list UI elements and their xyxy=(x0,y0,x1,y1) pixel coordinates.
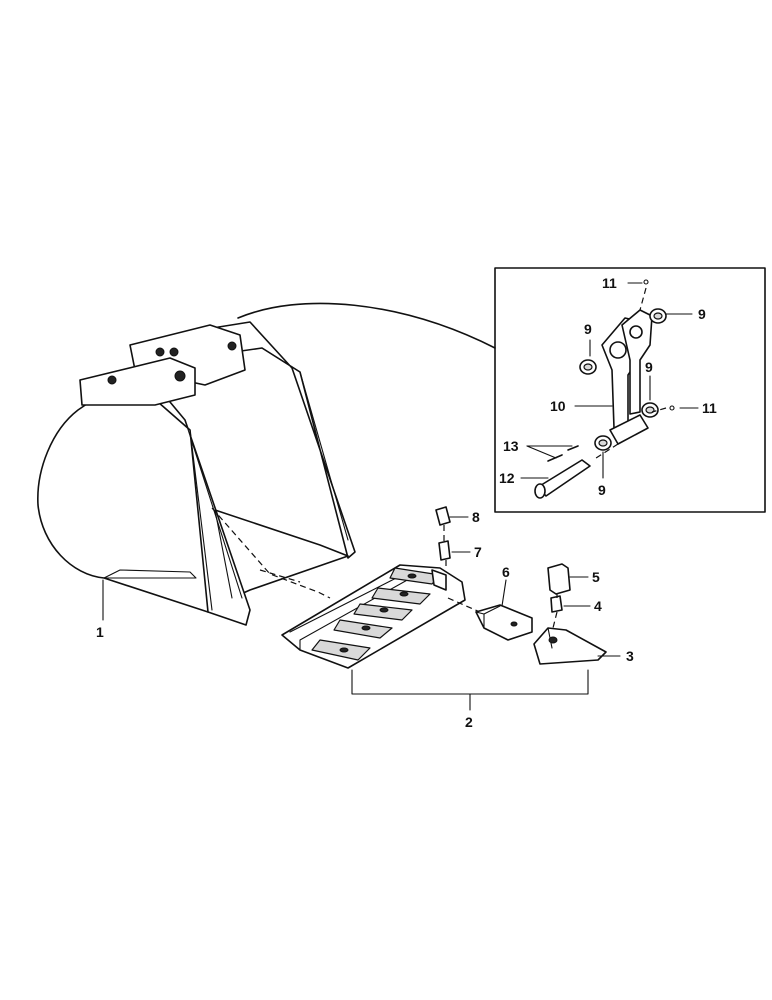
edge-end-lug xyxy=(431,569,447,591)
callout-8: 8 xyxy=(472,509,480,525)
detail-leader-curve xyxy=(237,302,496,349)
callout-bracket xyxy=(351,669,589,695)
nut-face xyxy=(653,312,663,320)
callout-11-right: 11 xyxy=(702,400,717,416)
pin xyxy=(438,540,451,561)
tooth-point xyxy=(533,627,607,665)
callout-5: 5 xyxy=(592,569,600,585)
callout-7: 7 xyxy=(474,544,482,560)
pin-hole xyxy=(227,341,237,351)
bushing xyxy=(609,414,649,445)
callout-9-bottom: 9 xyxy=(598,482,606,498)
callout-1: 1 xyxy=(96,624,104,640)
callout-9-left: 9 xyxy=(584,321,592,337)
mounting-ear-front xyxy=(79,357,196,406)
callout-2: 2 xyxy=(465,714,473,730)
link-plate-rear xyxy=(621,309,653,415)
retainer-block xyxy=(547,563,571,595)
linkage-assembly xyxy=(534,279,675,499)
nut-face xyxy=(598,439,608,447)
callout-3: 3 xyxy=(626,648,634,664)
retainer-pin xyxy=(669,405,675,411)
lock-pin xyxy=(550,595,563,613)
callout-9-mid-right: 9 xyxy=(645,359,653,375)
callout-6: 6 xyxy=(502,564,510,580)
pin-retainer xyxy=(435,506,451,526)
callout-9-top-right: 9 xyxy=(698,306,706,322)
link-bore xyxy=(629,325,643,339)
retainer-pin xyxy=(643,279,649,285)
callout-13: 13 xyxy=(503,438,519,454)
pivot-pin-head xyxy=(534,483,546,499)
roll-pin xyxy=(567,445,579,451)
nut-face xyxy=(583,363,593,371)
callout-12: 12 xyxy=(499,470,515,486)
pin-hole xyxy=(155,347,165,357)
callout-11-top: 11 xyxy=(602,275,617,291)
detail-inset-frame xyxy=(494,267,766,513)
bucket xyxy=(37,321,356,626)
callout-10: 10 xyxy=(550,398,566,414)
cutting-edge-assembly xyxy=(281,564,466,669)
callout-4: 4 xyxy=(594,598,602,614)
link-bore xyxy=(609,341,627,359)
bucket-left-plate xyxy=(37,394,209,613)
pin-hole xyxy=(169,347,179,357)
pin-hole xyxy=(174,370,186,382)
pin-hole xyxy=(107,375,117,385)
